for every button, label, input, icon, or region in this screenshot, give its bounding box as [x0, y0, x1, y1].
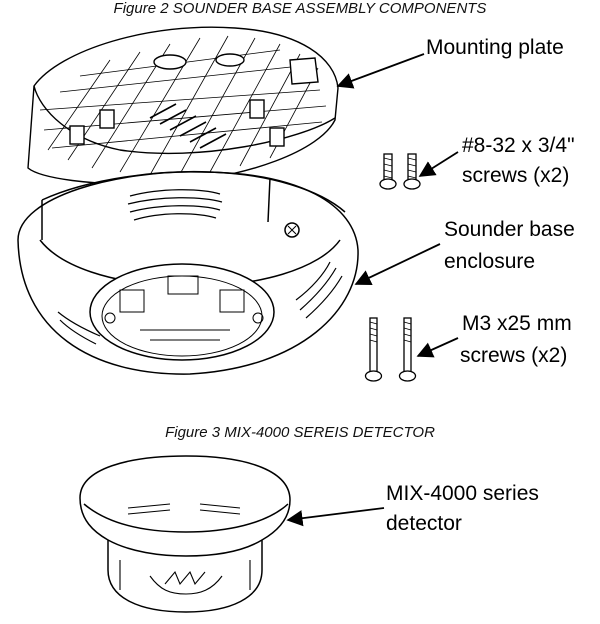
mounting-plate-arrow [336, 53, 425, 89]
detector-arrow [286, 507, 385, 527]
figure-2-caption: Figure 2 SOUNDER BASE ASSEMBLY COMPONENT… [113, 0, 487, 17]
screws-832-drawing [379, 153, 421, 190]
screws-832-arrow [418, 151, 459, 177]
mounting-plate-drawing [27, 26, 339, 185]
label-m3-line1: M3 x25 mm [462, 312, 572, 335]
label-detector-line2: detector [386, 512, 462, 535]
sounder-base-arrow [354, 243, 441, 286]
label-detector-line1: MIX-4000 series [386, 482, 539, 505]
label-sounder-line1: Sounder base [444, 218, 575, 241]
label-mounting-plate: Mounting plate [426, 36, 564, 59]
label-m3-line2: screws (x2) [460, 344, 568, 367]
detector-drawing [79, 455, 291, 613]
screws-m3-arrow [416, 337, 459, 358]
figure-3-caption: Figure 3 MIX-4000 SEREIS DETECTOR [165, 424, 435, 441]
screws-m3-drawing [364, 317, 417, 382]
label-sounder-line2: enclosure [444, 250, 536, 273]
label-screws-832-line2: screws (x2) [462, 164, 570, 187]
label-screws-832-line1: #8-32 x 3/4" [462, 134, 575, 157]
sounder-base-drawing [17, 170, 359, 375]
